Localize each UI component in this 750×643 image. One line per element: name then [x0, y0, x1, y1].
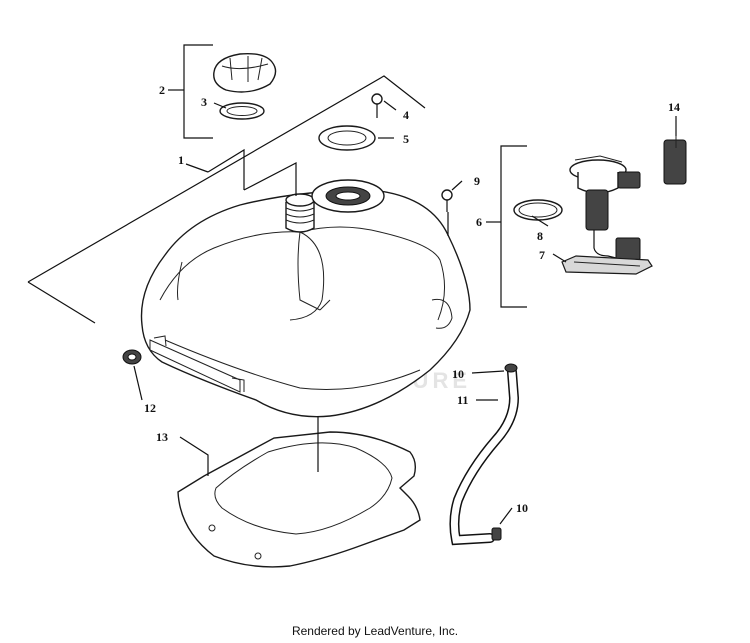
- fuel-pump-part: [569, 155, 641, 261]
- callout-5: 5: [403, 132, 409, 146]
- callout-14: 14: [668, 100, 680, 114]
- leader-lines: [133, 100, 677, 525]
- cap-bracket: [183, 44, 213, 139]
- footer-credit: Rendered by LeadVenture, Inc.: [291, 624, 459, 638]
- callout-8: 8: [537, 229, 543, 243]
- fuel-filter-part: [561, 255, 653, 275]
- connector-part: [663, 134, 687, 185]
- fuel-tank-part: [140, 189, 471, 418]
- callout-1: 1: [178, 153, 184, 167]
- callout-11: 11: [457, 393, 468, 407]
- pump-opening: [311, 179, 385, 213]
- pump-ring-part: [318, 125, 376, 151]
- callout-6: 6: [476, 215, 482, 229]
- fuel-cap-part: [213, 52, 277, 93]
- callout-4: 4: [403, 108, 409, 122]
- callout-10-upper: 10: [452, 367, 464, 381]
- callout-10-lower: 10: [516, 501, 528, 515]
- hose-clamp-lower-part: [491, 527, 502, 541]
- filler-neck: [285, 193, 315, 233]
- pump-bracket: [500, 145, 527, 308]
- callout-7: 7: [539, 248, 545, 262]
- tank-bracket: [27, 75, 426, 324]
- vent-hose-part: [449, 367, 520, 546]
- screw-9-part: [441, 189, 453, 212]
- callout-2: 2: [159, 83, 165, 97]
- callout-3: 3: [201, 95, 207, 109]
- cap-gasket-part: [219, 102, 265, 120]
- tank-shield-part: [177, 431, 421, 568]
- hose-clamp-upper-part: [504, 363, 518, 373]
- o-ring-part: [513, 199, 563, 221]
- callout-12: 12: [144, 401, 156, 415]
- callout-9: 9: [474, 174, 480, 188]
- grommet-part: [122, 349, 142, 365]
- callout-labels: 1 2 3 4 5 6 7 8 9 10 10 11 12 13 14: [144, 83, 680, 515]
- screw-4-part: [371, 93, 383, 118]
- callout-13: 13: [156, 430, 168, 444]
